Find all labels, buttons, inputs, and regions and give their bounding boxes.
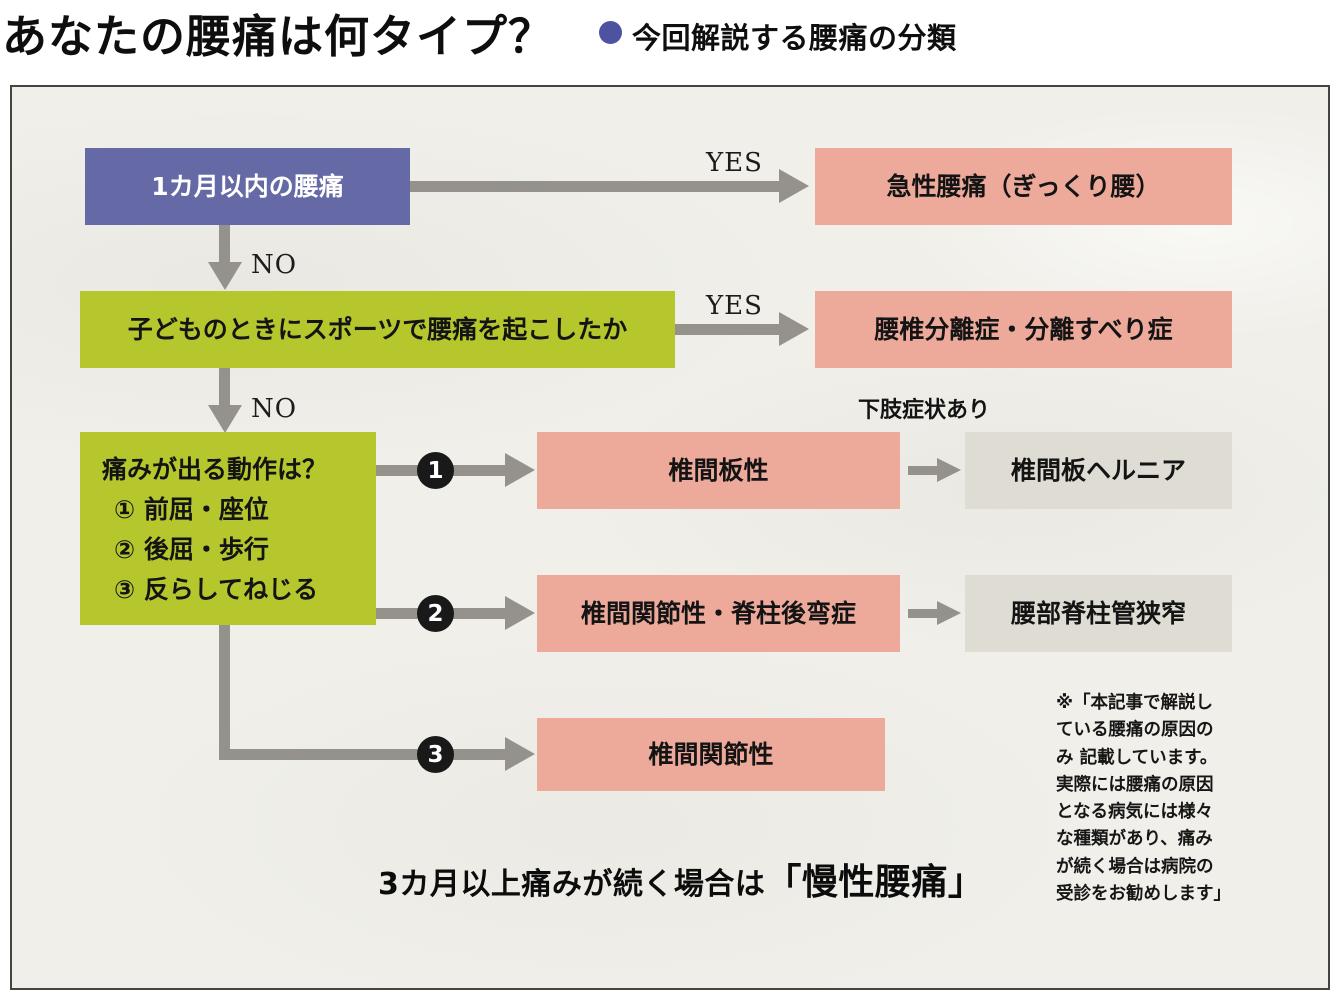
question-box-childhood-sports: 子どものときにスポーツで腰痛を起こしたか [80,291,675,368]
arrow-yes1-shaft [410,181,780,192]
branch1-head-icon [505,453,535,487]
no-label-1: NO [251,250,298,280]
branch3-head-icon [505,737,535,771]
followup-box-herniation: 椎間板ヘルニア [965,432,1232,509]
arrow-yes2-head-icon [779,312,809,346]
yes-label-1: YES [706,148,763,178]
page-subtitle: 今回解説する腰痛の分類 [632,21,957,55]
branch1-followup-shaft [908,466,940,475]
leg-symptom-note: 下肢症状あり [858,398,991,423]
branch2-number-badge: 2 [417,595,454,632]
bullet-icon [599,21,622,44]
q3-title: 痛みが出る動作は？ [102,455,328,484]
arrow-no1-head-icon [208,262,242,290]
yes-label-2: YES [706,291,763,321]
followup-box-spinal-stenosis: 腰部脊柱管狭窄 [965,575,1232,652]
arrow-yes1-head-icon [779,169,809,203]
branch3-horizontal-shaft [219,749,506,760]
q3-option-3: ③ 反らしてねじる [114,575,319,604]
chronic-pain-note: 3カ月以上痛みが続く場合は「慢性腰痛」 [378,853,984,905]
result-box-facet-kyphosis: 椎間関節性・脊柱後弯症 [537,575,900,652]
branch1-followup-head-icon [937,458,961,482]
arrow-yes2-shaft [675,324,780,335]
branch1-number-badge: 1 [417,452,454,489]
branch2-head-icon [505,596,535,630]
result-box-discogenic: 椎間板性 [537,432,900,509]
branch3-number-badge: 3 [417,736,454,773]
no-label-2: NO [251,394,298,424]
arrow-no2-shaft [219,368,230,406]
flowchart-panel [10,85,1330,990]
result-box-acute-pain: 急性腰痛（ぎっくり腰） [815,148,1232,225]
chronic-pain-prefix: 3カ月以上痛みが続く場合は [378,867,766,902]
branch3-vertical-shaft [219,625,230,760]
branch2-followup-shaft [908,609,940,618]
question-box-pain-motion: 痛みが出る動作は？ ① 前屈・座位 ② 後屈・歩行 ③ 反らしてねじる [80,432,376,625]
q3-option-2: ② 後屈・歩行 [114,535,269,564]
result-box-spondylolysis: 腰椎分離症・分離すべり症 [815,291,1232,368]
arrow-no1-shaft [219,225,230,263]
arrow-no2-head-icon [208,405,242,433]
q3-option-1: ① 前屈・座位 [114,495,269,524]
question-box-recent-pain: 1カ月以内の腰痛 [85,148,410,225]
branch2-followup-head-icon [937,601,961,625]
chronic-pain-term: 「慢性腰痛」 [765,862,985,903]
disclaimer-note: ※「本記事で解説し ている腰痛の原因の み 記載しています。 実際には腰痛の原因… [1056,693,1231,905]
result-box-facet: 椎間関節性 [537,718,885,791]
page-title: あなたの腰痛は何タイプ？ [2,10,555,63]
